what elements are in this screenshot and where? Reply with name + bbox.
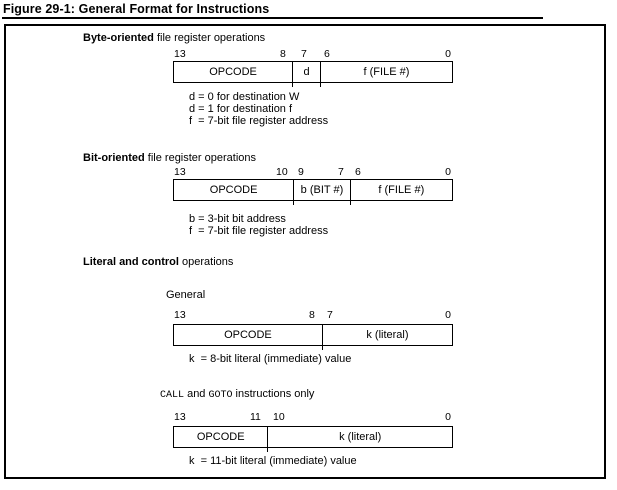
opcode-field: OPCODE (209, 184, 258, 196)
figure-border-box: Byte-oriented file register operations 1… (4, 24, 606, 479)
call-goto-subheading: CALL and GOTO instructions only (160, 388, 314, 401)
bit-number: 11 (250, 411, 261, 423)
call-goto-rest-text: instructions only (232, 388, 315, 400)
figure-title: Figure 29-1: General Format for Instruct… (3, 2, 270, 16)
bit-oriented-heading: Bit-oriented file register operations (83, 152, 256, 164)
opcode-field: OPCODE (209, 66, 257, 78)
literal-control-heading: Literal and control operations (83, 256, 233, 268)
byte-oriented-heading-bold: Byte-oriented (83, 32, 154, 44)
bit-number: 7 (327, 309, 333, 321)
byte-format-register: OPCODE d f (FILE #) (173, 61, 453, 87)
byte-oriented-heading: Byte-oriented file register operations (83, 32, 265, 44)
call-goto-note-k: k = 11-bit literal (immediate) value (189, 455, 357, 467)
bit-number: 8 (309, 309, 315, 321)
goto-mnemonic: GOTO (208, 390, 233, 401)
byte-note-d0: d = 0 for destination W (189, 91, 300, 103)
title-underline (2, 17, 543, 19)
d-field: d (292, 62, 320, 87)
bit-number: 13 (174, 309, 186, 321)
bit-number: 6 (355, 166, 361, 178)
bit-number: 6 (324, 48, 330, 60)
bit-oriented-heading-rest: file register operations (144, 152, 257, 164)
bit-bit-numbers: 13 10 9 7 6 0 (173, 166, 453, 178)
bit-number: 13 (174, 48, 186, 60)
call-goto-bit-numbers: 13 11 10 0 (173, 411, 453, 423)
bit-number: 7 (338, 166, 344, 178)
literal-control-heading-bold: Literal and control (83, 256, 179, 268)
literal-control-heading-rest: operations (178, 256, 234, 268)
k-literal-field: k (literal) (267, 427, 452, 452)
general-note-k: k = 8-bit literal (immediate) value (189, 353, 352, 365)
call-goto-mid-text: and (184, 388, 209, 400)
bit-number: 13 (174, 166, 186, 178)
f-file-field: f (FILE #) (349, 180, 452, 205)
byte-bit-numbers: 13 8 7 6 0 (173, 48, 453, 60)
bit-number: 0 (445, 48, 451, 60)
opcode-field: OPCODE (224, 329, 272, 341)
b-bit-field: b (BIT #) (293, 180, 349, 205)
general-bit-numbers: 13 8 7 0 (173, 309, 453, 321)
bit-number: 0 (445, 309, 451, 321)
call-goto-format-register: OPCODE k (literal) (173, 426, 453, 452)
byte-note-f: f = 7-bit file register address (189, 115, 329, 127)
bit-number: 9 (298, 166, 304, 178)
byte-note-d1: d = 1 for destination f (189, 103, 293, 115)
bit-number: 13 (174, 411, 186, 423)
f-file-field: f (FILE #) (319, 62, 452, 87)
bit-note-b: b = 3-bit bit address (189, 213, 286, 225)
call-mnemonic: CALL (160, 390, 185, 401)
bit-number: 8 (280, 48, 286, 60)
bit-note-f: f = 7-bit file register address (189, 225, 329, 237)
bit-number: 0 (445, 411, 451, 423)
k-literal-field: k (literal) (321, 325, 452, 350)
general-subheading: General (166, 289, 206, 301)
bit-number: 10 (273, 411, 285, 423)
bit-number: 10 (276, 166, 288, 178)
bit-number: 7 (301, 48, 307, 60)
opcode-field: OPCODE (196, 431, 245, 443)
general-format-register: OPCODE k (literal) (173, 324, 453, 350)
bit-number: 0 (445, 166, 451, 178)
bit-oriented-heading-bold: Bit-oriented (83, 152, 145, 164)
bit-format-register: OPCODE b (BIT #) f (FILE #) (173, 179, 453, 205)
byte-oriented-heading-rest: file register operations (153, 32, 266, 44)
